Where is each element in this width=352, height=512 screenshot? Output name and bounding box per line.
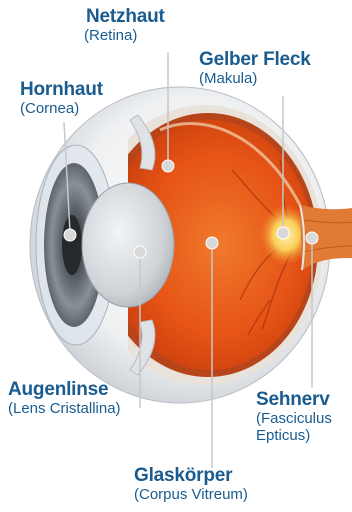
- label-netzhaut-sub: (Retina): [84, 27, 165, 44]
- marker-augenlinse: [134, 246, 146, 258]
- label-sehnerv: Sehnerv (Fasciculus Epticus): [256, 390, 332, 444]
- label-netzhaut: Netzhaut (Retina): [86, 7, 165, 44]
- marker-gelber-fleck: [277, 227, 289, 239]
- lens: [82, 183, 174, 307]
- label-glaskoerper-sub: (Corpus Vitreum): [134, 486, 248, 503]
- label-gelber-fleck-title: Gelber Fleck: [199, 50, 311, 70]
- label-augenlinse: Augenlinse (Lens Cristallina): [8, 380, 121, 417]
- marker-hornhaut: [64, 229, 76, 241]
- marker-sehnerv: [306, 232, 318, 244]
- label-hornhaut-sub: (Cornea): [20, 100, 103, 117]
- label-glaskoerper-title: Glaskörper: [134, 466, 248, 486]
- label-augenlinse-sub: (Lens Cristallina): [8, 400, 121, 417]
- marker-glaskoerper: [206, 237, 218, 249]
- label-netzhaut-title: Netzhaut: [86, 7, 165, 27]
- label-hornhaut: Hornhaut (Cornea): [20, 80, 103, 117]
- label-sehnerv-title: Sehnerv: [256, 390, 332, 410]
- label-augenlinse-title: Augenlinse: [8, 380, 121, 400]
- label-glaskoerper: Glaskörper (Corpus Vitreum): [134, 466, 248, 503]
- label-gelber-fleck-sub: (Makula): [199, 70, 311, 87]
- label-hornhaut-title: Hornhaut: [20, 80, 103, 100]
- label-sehnerv-sub-line2: Epticus): [256, 427, 332, 444]
- marker-netzhaut: [162, 160, 174, 172]
- label-sehnerv-sub-line1: (Fasciculus: [256, 410, 332, 427]
- label-gelber-fleck: Gelber Fleck (Makula): [199, 50, 311, 87]
